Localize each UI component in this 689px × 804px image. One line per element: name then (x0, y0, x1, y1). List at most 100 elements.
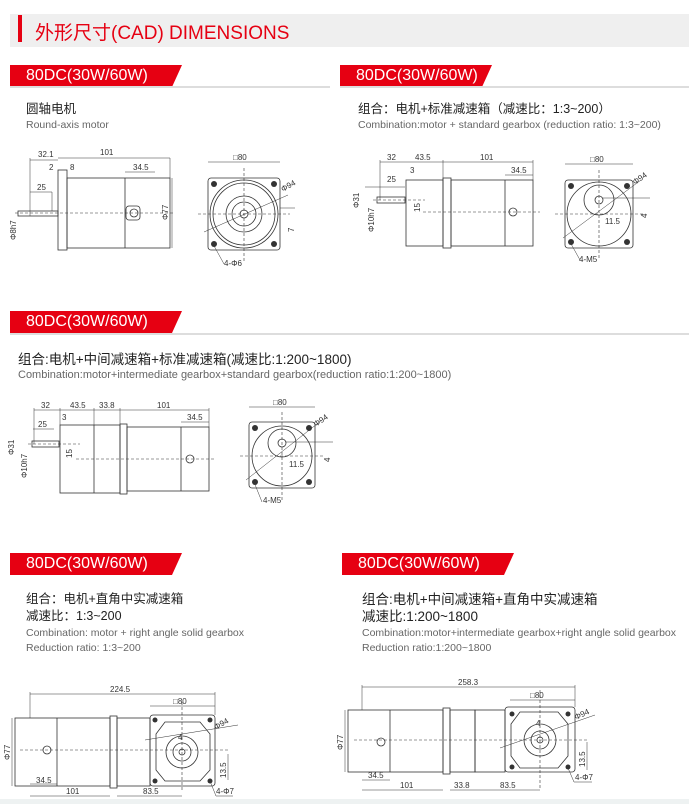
dim-label: 43.5 (70, 401, 86, 410)
section-5-ratio-en: Reduction ratio:1:200~1800 (362, 642, 492, 654)
section-4-ratio-zh: 减速比：1:3~200 (26, 609, 122, 623)
section-1-title-en: Round-axis motor (26, 119, 109, 131)
dim-label: 8 (70, 163, 75, 172)
dim-label: Φ94 (312, 412, 330, 428)
dim-label: 11.5 (289, 460, 305, 469)
dim-label: 2 (49, 163, 54, 172)
section-1-title-zh: 圆轴电机 (26, 102, 77, 116)
dim-label: □80 (530, 691, 544, 700)
dim-label: Φ77 (3, 744, 12, 760)
drawing-line (152, 717, 213, 784)
drawing-line (155, 721, 211, 782)
dim-label: 43.5 (415, 153, 431, 162)
section-4-banner: 80DC(30W/60W) (10, 553, 182, 575)
drawing-line (376, 737, 386, 747)
drawing-line (562, 179, 642, 239)
section-4-ratio-en: Reduction ratio: 1:3~200 (26, 642, 141, 654)
drawing-line (509, 764, 515, 770)
drawing-line (252, 479, 258, 485)
dim-label: 258.3 (458, 678, 479, 687)
drawing-line (211, 241, 217, 247)
dim-label: 4 (536, 719, 541, 728)
drawing-line (442, 177, 452, 249)
dim-label: 32.1 (38, 150, 54, 159)
drawing-line (474, 709, 506, 773)
dim-label: 4-Φ7 (575, 773, 593, 782)
drawing-line (449, 709, 476, 773)
dim-label: 224.5 (110, 685, 131, 694)
section-4-title-en: Combination: motor + right angle solid g… (26, 627, 244, 639)
drawing-line (306, 425, 312, 431)
dim-label: 32 (41, 401, 50, 410)
drawing-line (253, 481, 263, 503)
dim-label: 101 (66, 787, 80, 796)
drawing-line (252, 425, 258, 431)
drawing-line (152, 778, 158, 784)
dim-label: □80 (173, 697, 187, 706)
dim-label: 34.5 (36, 776, 52, 785)
dim-label: 15 (65, 449, 74, 458)
dim-label: 34.5 (368, 771, 384, 780)
drawing-line (109, 715, 118, 789)
drawing-line (271, 181, 277, 187)
drawing-line (116, 717, 151, 787)
section-3-title-en: Combination:motor+intermediate gearbox+s… (18, 369, 452, 381)
dim-label: 25 (37, 183, 46, 192)
drawing-round-axis-motor: 32.1 101 2 8 34.5 25 Φ8h7 Φ77 □80 Φ94 7 … (9, 148, 298, 268)
drawing-line (442, 707, 451, 775)
dim-label: 4 (178, 733, 183, 742)
dim-label: 3 (410, 166, 415, 175)
drawing-line (207, 717, 213, 723)
dim-label: 25 (387, 175, 396, 184)
dim-label: Φ77 (336, 734, 345, 750)
dim-label: □80 (273, 398, 287, 407)
dim-label: 4-M5 (263, 496, 282, 505)
drawing-line (245, 419, 323, 481)
dim-label: 4-Φ7 (216, 787, 234, 796)
dim-label: 4 (323, 457, 332, 462)
drawing-line (567, 767, 575, 783)
drawing-line (510, 711, 569, 769)
dim-label: 11.5 (605, 217, 621, 226)
drawing-line (509, 711, 515, 717)
drawing-line (450, 179, 534, 247)
dim-label: 3 (62, 413, 67, 422)
section-2-title-zh: 组合：电机+标准减速箱（减速比：1:3~200） (358, 102, 611, 116)
dim-label: 101 (480, 153, 494, 162)
dim-label: □80 (590, 155, 604, 164)
dim-label: Φ94 (631, 170, 649, 186)
page-header: 外形尺寸(CAD) DIMENSIONS (10, 14, 689, 47)
drawing-line (568, 183, 574, 189)
divider (340, 86, 689, 88)
drawing-line (14, 717, 111, 787)
dim-label: 32 (387, 153, 396, 162)
drawing-line (565, 711, 571, 717)
dim-label: 4-Φ6 (224, 259, 242, 268)
dim-label: 7 (287, 227, 296, 232)
section-5-title-en: Combination:motor+intermediate gearbox+r… (362, 627, 677, 639)
dim-label: 15 (413, 203, 422, 212)
dim-label: 101 (100, 148, 114, 157)
dim-label: Φ10h7 (20, 453, 29, 478)
page-title: 外形尺寸(CAD) DIMENSIONS (35, 23, 290, 44)
drawing-line (347, 709, 444, 773)
drawing-line (405, 179, 444, 247)
dim-label: Φ31 (7, 439, 16, 455)
drawing-motor-intermediate-right-angle-gearbox: 258.3 □80 Φ94 Φ77 4 13.5 34.5 101 33.8 8… (336, 678, 596, 791)
drawing-line (509, 711, 571, 770)
drawing-line (144, 724, 239, 741)
header-accent-bar (18, 15, 22, 42)
dim-label: Φ8h7 (9, 220, 18, 240)
dim-label: Φ77 (161, 204, 170, 220)
drawing-line (499, 714, 596, 749)
section-5-banner: 80DC(30W/60W) (342, 553, 514, 575)
dim-label: 34.5 (133, 163, 149, 172)
drawing-line (271, 241, 277, 247)
drawing-line (211, 181, 217, 187)
drawing-line (568, 239, 574, 245)
dim-label: Φ10h7 (367, 207, 376, 232)
dim-label: 25 (38, 420, 47, 429)
dim-label: 4-M5 (579, 255, 598, 264)
section-2-banner: 80DC(30W/60W) (340, 65, 492, 87)
footer-strip (0, 799, 689, 804)
